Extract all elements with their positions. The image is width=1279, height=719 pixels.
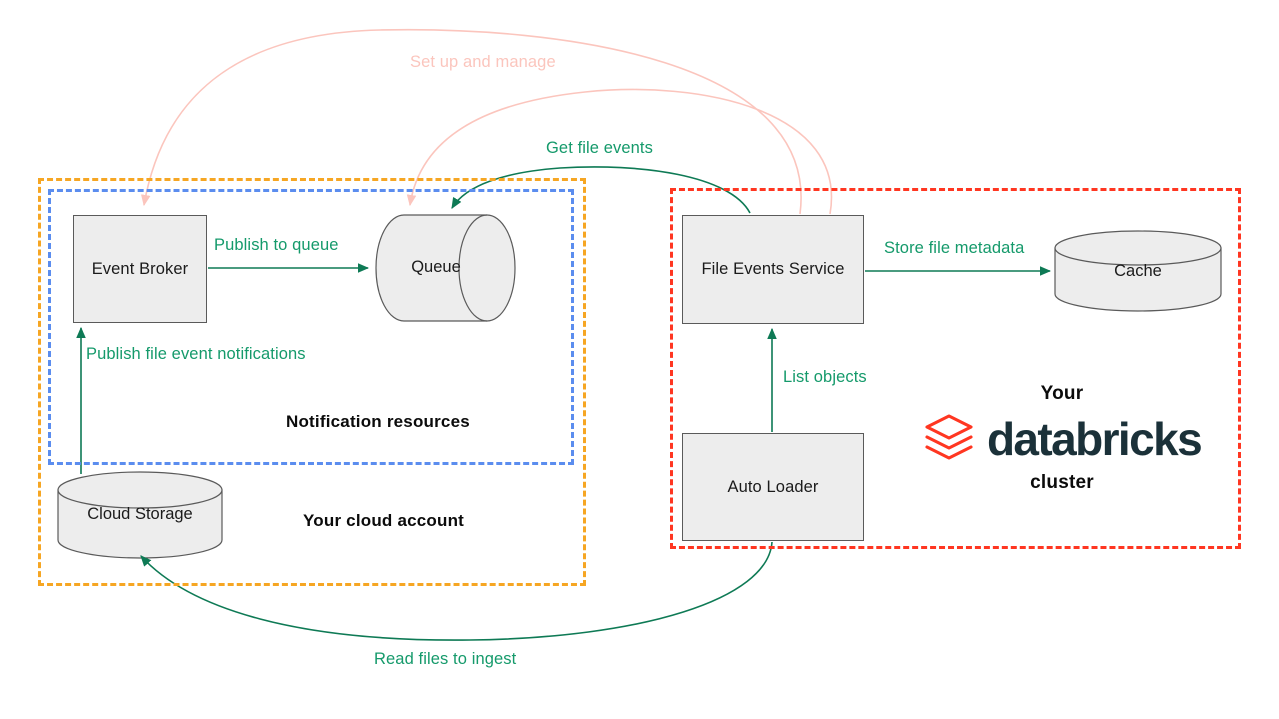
- brand-logo-row: databricks: [912, 408, 1212, 470]
- node-file-events-service[interactable]: File Events Service: [682, 215, 864, 324]
- node-event-broker-label: Event Broker: [91, 259, 189, 278]
- edge-label-store-file-metadata: Store file metadata: [884, 239, 1025, 257]
- region-databricks-cluster: [670, 188, 1241, 549]
- databricks-brand-lockup: Your databricks cluster: [912, 383, 1212, 495]
- edge-label-publish-to-queue: Publish to queue: [214, 236, 339, 254]
- brand-your-label: Your: [1040, 383, 1084, 404]
- region-caption-notification-resources: Notification resources: [286, 412, 470, 431]
- region-your-cloud-account: [38, 178, 586, 586]
- node-event-broker[interactable]: Event Broker: [73, 215, 207, 323]
- edge-label-publish-file-event-notifications: Publish file event notifications: [86, 345, 306, 363]
- edge-label-list-objects: List objects: [783, 368, 867, 386]
- node-file-events-service-label: File Events Service: [701, 260, 845, 278]
- node-auto-loader-label: Auto Loader: [727, 477, 819, 496]
- edge-label-read-files-to-ingest: Read files to ingest: [374, 650, 517, 668]
- edge-label-get-file-events: Get file events: [546, 139, 653, 157]
- node-auto-loader[interactable]: Auto Loader: [682, 433, 864, 541]
- brand-cluster-label: cluster: [1030, 471, 1094, 493]
- region-notification-resources: [48, 189, 574, 465]
- region-caption-your-cloud-account: Your cloud account: [303, 511, 465, 530]
- databricks-stacked-layers-icon: [925, 414, 973, 460]
- edge-label-set-up-and-manage: Set up and manage: [410, 53, 556, 71]
- databricks-wordmark: databricks: [986, 412, 1203, 465]
